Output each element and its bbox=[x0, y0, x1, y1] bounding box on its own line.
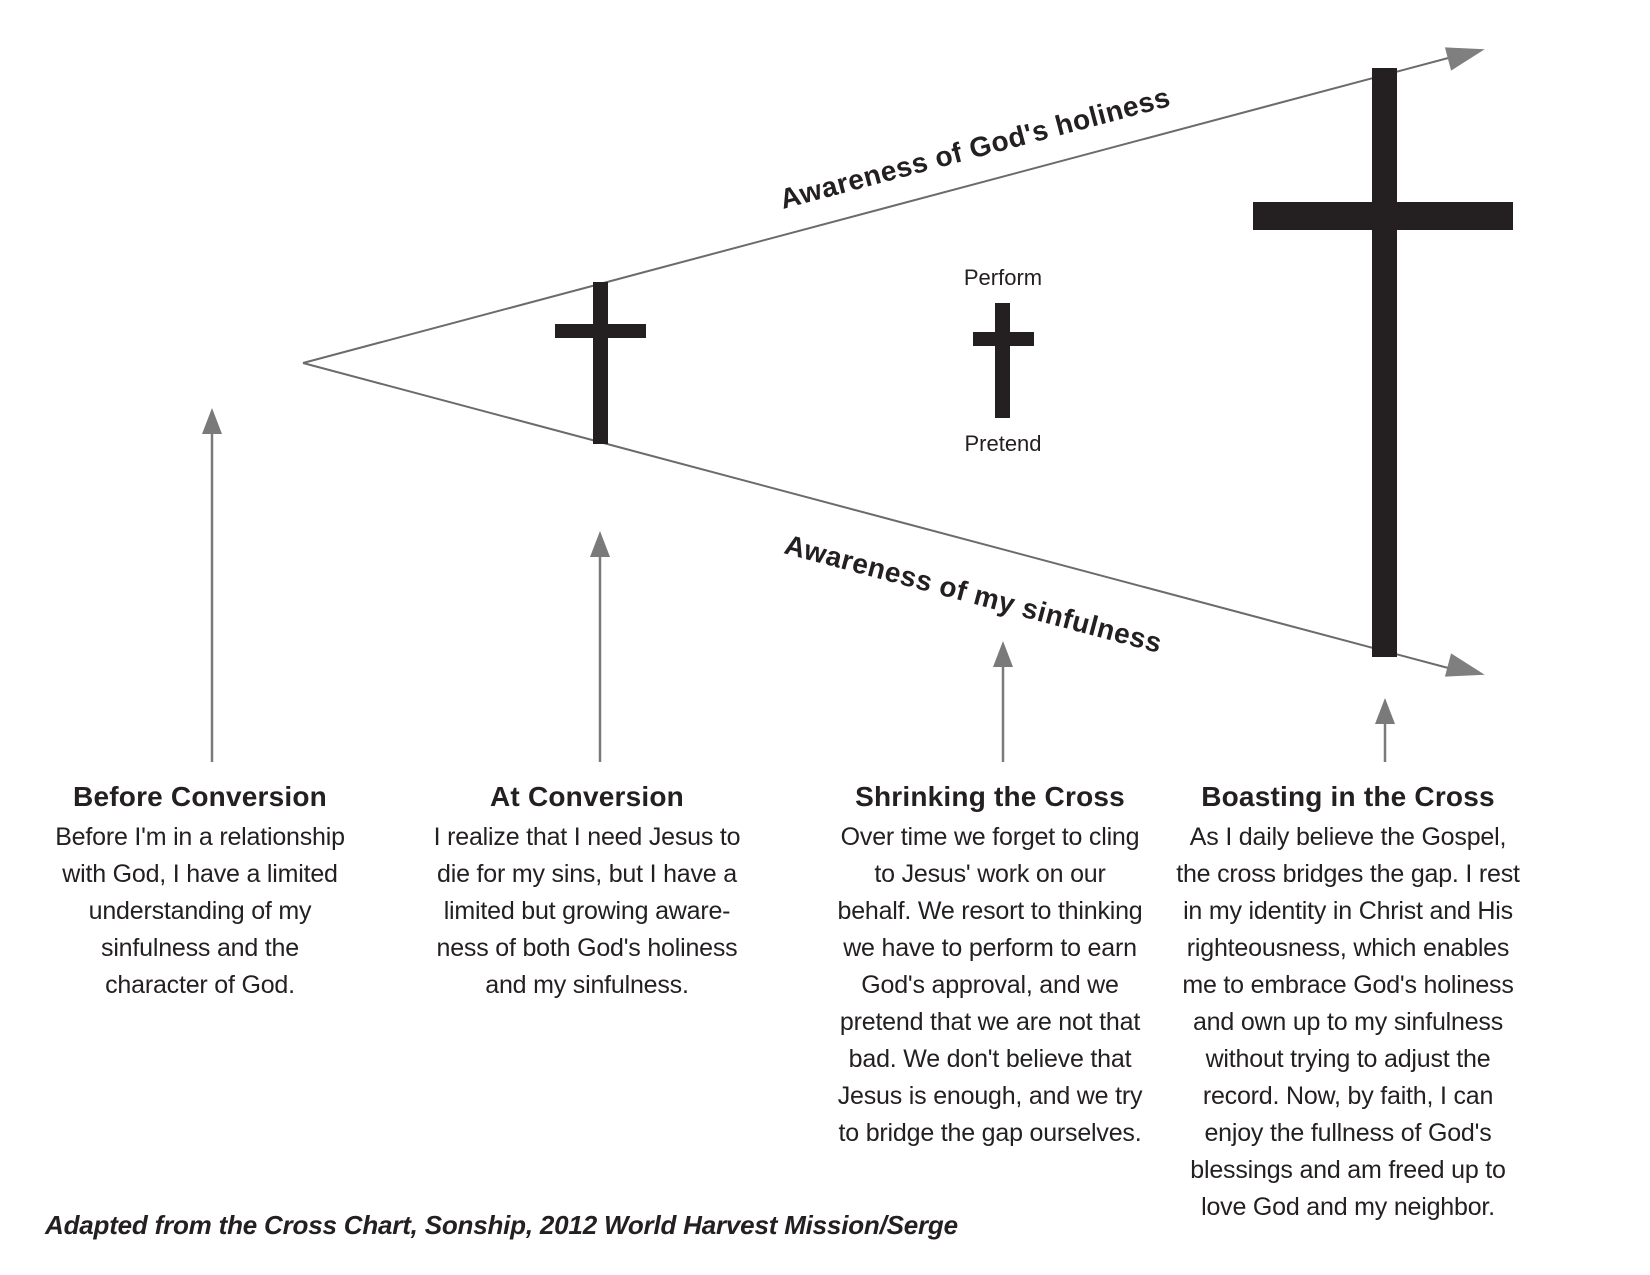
holiness-axis-label: Awareness of God's holiness bbox=[777, 81, 1174, 214]
column-boasting-in-the-cross: Boasting in the Cross As I daily believe… bbox=[1153, 780, 1543, 1226]
perform-label: Perform bbox=[964, 265, 1042, 290]
up-arrowhead-icon bbox=[202, 408, 222, 434]
column-heading: Shrinking the Cross bbox=[855, 781, 1125, 812]
shrinking-cross-pointer-arrow bbox=[993, 641, 1013, 762]
attribution-note: Adapted from the Cross Chart, Sonship, 2… bbox=[45, 1210, 958, 1240]
column-heading: At Conversion bbox=[490, 781, 684, 812]
holiness-axis-arrowhead-icon bbox=[1444, 47, 1485, 71]
before-conversion-pointer-arrow bbox=[202, 408, 222, 762]
cross-shrinking-icon bbox=[973, 303, 1034, 418]
column-before-conversion: Before Conversion Before I'm in a relati… bbox=[10, 780, 390, 1004]
sinfulness-axis-arrowhead-icon bbox=[1444, 653, 1485, 677]
column-body-text: As I daily believe the Gospel, the cross… bbox=[1176, 823, 1520, 1221]
boasting-cross-pointer-arrow bbox=[1375, 698, 1395, 762]
sinfulness-axis-label: Awareness of my sinfulness bbox=[781, 529, 1165, 659]
at-conversion-pointer-arrow bbox=[590, 531, 610, 762]
column-heading: Before Conversion bbox=[73, 781, 327, 812]
up-arrowhead-icon bbox=[590, 531, 610, 557]
column-shrinking-the-cross: Shrinking the Cross Over time we forget … bbox=[800, 780, 1180, 1152]
sinfulness-axis-line bbox=[302, 362, 1453, 670]
column-body-text: Before I'm in a relationship with God, I… bbox=[55, 823, 345, 999]
holiness-axis-line bbox=[302, 56, 1453, 364]
cross-boasting-icon bbox=[1253, 68, 1513, 657]
diagram-graphics: Awareness of God's holiness Awareness of… bbox=[202, 47, 1513, 762]
pretend-label: Pretend bbox=[964, 431, 1041, 456]
cross-at-conversion-icon bbox=[555, 282, 646, 444]
column-body-text: Over time we forget to cling to Jesus' w… bbox=[837, 823, 1143, 1147]
column-heading: Boasting in the Cross bbox=[1201, 781, 1495, 812]
up-arrowhead-icon bbox=[1375, 698, 1395, 724]
up-arrowhead-icon bbox=[993, 641, 1013, 667]
column-at-conversion: At Conversion I realize that I need Jesu… bbox=[397, 780, 777, 1004]
column-body-text: I realize that I need Jesus to die for m… bbox=[433, 823, 741, 999]
